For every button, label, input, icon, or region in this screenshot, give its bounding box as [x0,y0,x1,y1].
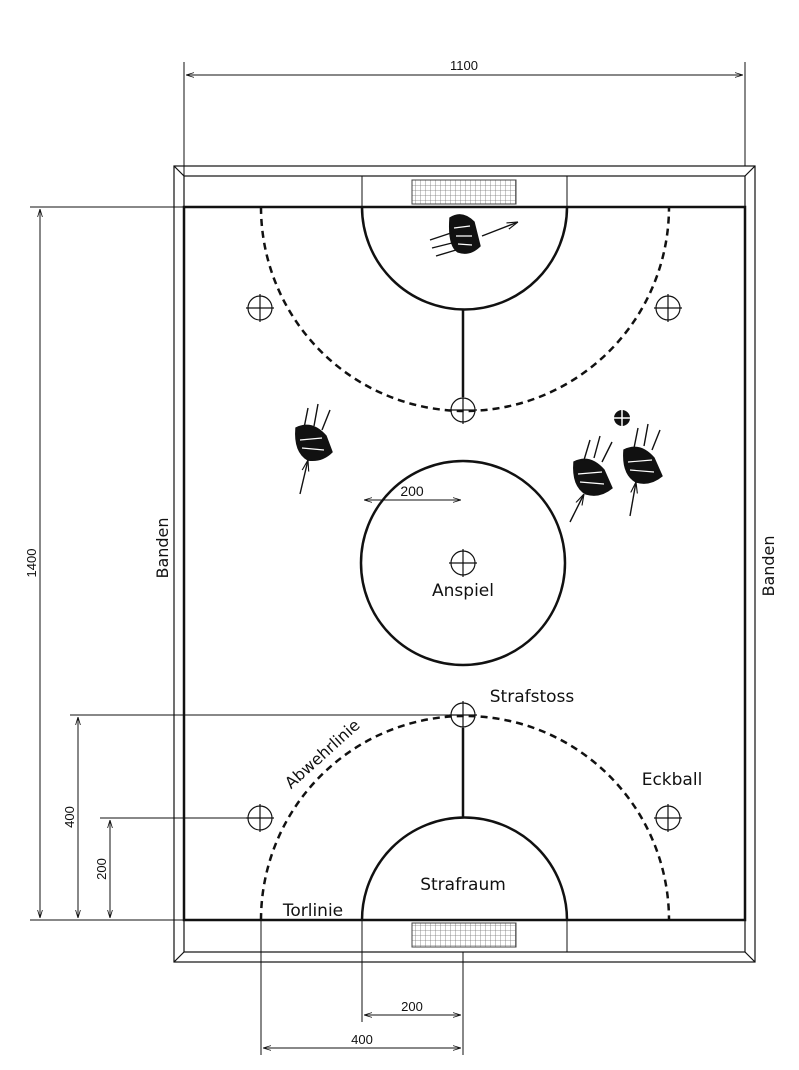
label-banden-left: Banden [153,517,172,578]
penalty-spot-top [449,396,477,424]
center-spot [449,549,477,577]
label-torlinie: Torlinie [282,901,343,921]
goal-net-bottom [411,922,517,948]
player-icon-right-1 [569,435,613,523]
label-banden-right: Banden [759,535,778,596]
dimension-lines [30,62,746,1055]
goalkeeper-icon [429,214,518,257]
dim-length: 1400 [24,549,39,578]
ball-icon [614,410,630,426]
corner-spot-bottom-right [654,804,682,832]
center-circle [359,459,567,667]
field-spots [246,294,682,832]
corner-spot-top-left [246,294,274,322]
label-eckball: Eckball [642,770,703,790]
label-abwehrlinie: Abwehrlinie [281,715,364,792]
dim-penalty-distance: 400 [62,806,77,828]
goal-net-top [411,179,517,205]
dim-corner-distance: 200 [94,858,109,880]
player-icon-left [295,403,333,495]
label-strafraum: Strafraum [420,875,506,895]
dim-bottom-large: 400 [351,1032,373,1047]
label-strafstoss: Strafstoss [490,687,575,707]
goal-area-top [361,176,568,207]
penalty-spot-bottom [449,701,477,729]
dim-bottom-small: 200 [401,999,423,1014]
playing-field [182,205,747,922]
defense-line-top [259,206,671,413]
dim-width: 1100 [450,58,478,73]
corner-spot-bottom-left [246,804,274,832]
penalty-area-bottom [360,816,569,921]
goal-area-bottom [361,920,568,952]
board-frame [173,165,756,963]
label-anspiel: Anspiel [432,581,494,601]
penalty-area-top [360,206,569,311]
defense-line-bottom [259,714,671,921]
dim-center-radius: 200 [400,483,424,499]
corner-spot-top-right [654,294,682,322]
player-icon-right-2 [623,423,663,517]
